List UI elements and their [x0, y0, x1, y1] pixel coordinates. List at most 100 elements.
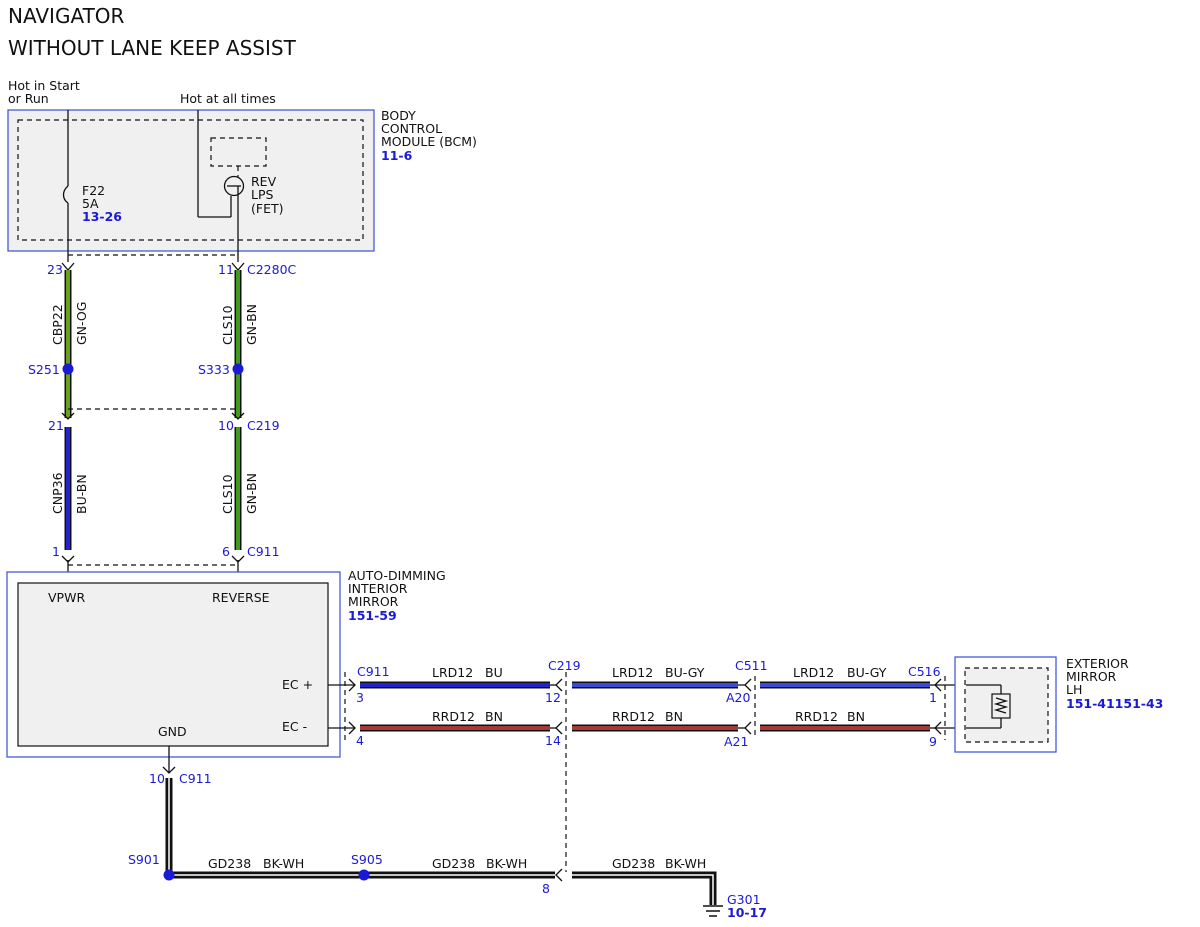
splice-s901: [163, 869, 175, 881]
ground-g301-icon: [703, 905, 723, 917]
splice-s901-label: S901: [128, 852, 160, 867]
c911-pin-10: 10: [149, 771, 165, 786]
c219-pin-14: 14: [545, 733, 561, 748]
c511-name: C511: [735, 658, 768, 673]
wire-gd238-1-circuit: GD238: [208, 856, 251, 871]
splice-s333-label: S333: [198, 362, 230, 377]
mirror-pin-gnd: GND: [158, 724, 187, 739]
wire-gd238-2-color: BK-WH: [486, 856, 527, 871]
wire-rrd12-1-circuit: RRD12: [432, 709, 475, 724]
wire-rrd12-2-circuit: RRD12: [612, 709, 655, 724]
hot-in-start-label-2: or Run: [8, 91, 49, 106]
connector-c911-gnd: [162, 746, 176, 774]
diagram-title: NAVIGATOR: [8, 4, 125, 28]
c516-pin-1: 1: [929, 690, 937, 705]
body-control-module: [7, 109, 375, 262]
connector-c219-ec: [550, 672, 567, 872]
wire-lrd12-3-circuit: LRD12: [793, 665, 834, 680]
c911-upper-name: C911: [247, 544, 280, 559]
auto-dimming-interior-mirror: [6, 571, 341, 758]
wire-rrd12-3-color: BN: [847, 709, 865, 724]
interior-mirror-name-3: MIRROR: [348, 594, 399, 609]
exterior-mirror-ref: 151-41151-43: [1066, 696, 1163, 711]
mirror-pin-vpwr: VPWR: [48, 590, 85, 605]
connector-c219-gnd: [555, 868, 563, 882]
fuse-ref: 13-26: [82, 209, 122, 224]
connector-c911-ec: [328, 672, 356, 740]
splice-s251: [62, 363, 74, 375]
wire-cls10-upper-circuit: CLS10: [220, 305, 235, 345]
wire-cls10-lower-circuit: CLS10: [220, 474, 235, 514]
fuse-name: F22: [82, 183, 105, 198]
c516-pin-9: 9: [929, 734, 937, 749]
interior-mirror-ref: 151-59: [348, 608, 397, 623]
wire-lrd12-1-color: BU: [485, 665, 503, 680]
splice-s905-label: S905: [351, 852, 383, 867]
wire-gd238-3-color: BK-WH: [665, 856, 706, 871]
bcm-name-1: BODY: [381, 108, 416, 123]
exterior-mirror-name-1: EXTERIOR: [1066, 656, 1129, 671]
exterior-mirror-name-3: LH: [1066, 682, 1082, 697]
splice-s905: [358, 869, 370, 881]
ground-name: G301: [727, 892, 761, 907]
splice-s333: [232, 363, 244, 375]
hot-at-all-times-label: Hot at all times: [180, 91, 276, 106]
c911-ec-name: C911: [357, 664, 390, 679]
c2280c-name: C2280C: [247, 262, 297, 277]
c911-pin-3: 3: [356, 690, 364, 705]
wire-rrd12-1-color: BN: [485, 709, 503, 724]
connector-c219-upper: [61, 408, 245, 420]
interior-mirror-name-1: AUTO-DIMMING: [348, 568, 446, 583]
ground-ref: 10-17: [727, 905, 767, 920]
wire-cnp36-circuit: CNP36: [50, 472, 65, 514]
interior-mirror-name-2: INTERIOR: [348, 581, 408, 596]
wire-lrd12-1-circuit: LRD12: [432, 665, 473, 680]
wire-lrd12-2-color: BU-GY: [665, 665, 705, 680]
fuse-icon: [62, 185, 69, 204]
wire-cbp22-circuit: CBP22: [50, 304, 65, 345]
c911-pin-1: 1: [52, 544, 60, 559]
fuse-rating: 5A: [82, 196, 99, 211]
wire-rrd12-2-color: BN: [665, 709, 683, 724]
exterior-mirror-lh: [954, 656, 1057, 753]
c219-pin-8: 8: [542, 881, 550, 896]
connector-c511: [738, 676, 756, 738]
c219-pin-21: 21: [48, 418, 64, 433]
fet-label-1: REV: [251, 174, 277, 189]
c2280c-pin-23: 23: [47, 262, 63, 277]
wire-cbp22-color: GN-OG: [74, 302, 89, 345]
mirror-pin-ec-pos: EC +: [282, 677, 313, 692]
c2280c-pin-11: 11: [218, 262, 234, 277]
diagram-subtitle: WITHOUT LANE KEEP ASSIST: [8, 36, 297, 60]
c911-gnd-name: C911: [179, 771, 212, 786]
hot-in-start-label: Hot in Start: [8, 78, 80, 93]
c511-pin-a21: A21: [724, 734, 748, 749]
wire-gd238-3-circuit: GD238: [612, 856, 655, 871]
mirror-pin-reverse: REVERSE: [212, 590, 270, 605]
wire-gd238-2-circuit: GD238: [432, 856, 475, 871]
c516-name: C516: [908, 664, 941, 679]
c911-pin-4: 4: [356, 733, 364, 748]
wire-lrd12-2-circuit: LRD12: [612, 665, 653, 680]
wire-cls10-upper-color: GN-BN: [244, 304, 259, 345]
connector-c2280c: [61, 254, 245, 271]
wire-rrd12-3-circuit: RRD12: [795, 709, 838, 724]
wire-cls10-lower-color: GN-BN: [244, 473, 259, 514]
c219-pin-12: 12: [545, 690, 561, 705]
bcm-name-2: CONTROL: [381, 121, 442, 136]
wire-cnp36-color: BU-BN: [74, 474, 89, 514]
wire-gd238-segment-3: [572, 871, 717, 905]
wire-lrd12-3-color: BU-GY: [847, 665, 887, 680]
c219-upper-name: C219: [247, 418, 280, 433]
wire-gd238-1-color: BK-WH: [263, 856, 304, 871]
bcm-ref: 11-6: [381, 148, 413, 163]
c219-ec-name: C219: [548, 658, 581, 673]
mirror-pin-ec-neg: EC -: [282, 719, 307, 734]
fet-label-2: LPS: [251, 187, 274, 202]
exterior-mirror-name-2: MIRROR: [1066, 669, 1117, 684]
splice-s251-label: S251: [28, 362, 60, 377]
bcm-name-3: MODULE (BCM): [381, 134, 477, 149]
c511-pin-a20: A20: [726, 690, 751, 705]
c219-pin-10: 10: [218, 418, 234, 433]
